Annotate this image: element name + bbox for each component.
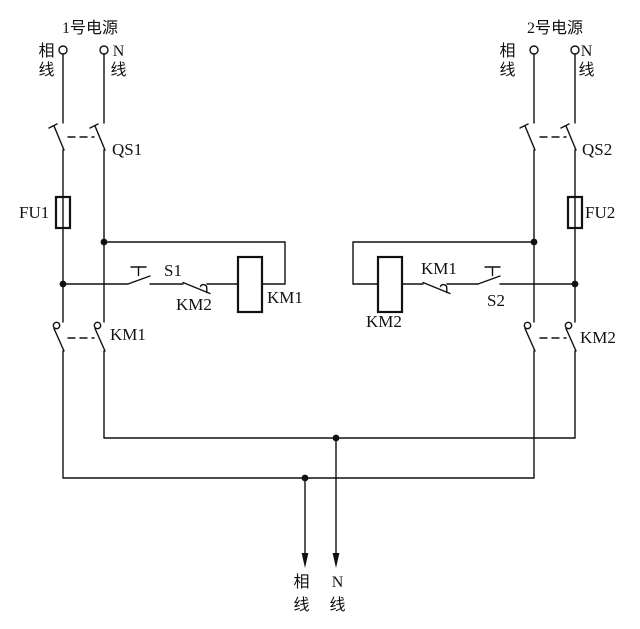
junction-dot [59,280,67,288]
junction-dot [100,238,108,246]
km2-coil-label: KM2 [366,312,402,331]
km2-main-contact-symbol [523,321,577,352]
output-phase-arrow [301,477,309,568]
junction-dot [332,434,340,442]
junction-dot [301,474,309,482]
source1-title-label: 1号电源 [61,20,118,37]
wire-control-1 [62,241,286,285]
source1-phase-label: 相线 [38,43,55,79]
source2-neutral-label: N线 [578,43,595,79]
source2-title-label: 2号电源 [526,20,583,37]
wire-control-2 [352,241,576,285]
km1-coil-symbol [236,255,264,314]
source2-phase-terminal [529,45,539,55]
fu1-label: FU1 [19,203,50,222]
km1-main-contact-symbol [52,321,106,352]
s2-label: S2 [487,291,505,310]
source1-neutral-terminal [99,45,109,55]
s1-label: S1 [164,261,182,280]
km1-interlock-label: KM1 [421,259,457,278]
km1-main-contact-label: KM1 [110,325,146,344]
fu1-fuse-symbol [54,195,72,230]
km2-main-contact-label: KM2 [580,328,616,347]
output-neutral-arrow [332,437,340,568]
fu2-fuse-symbol [566,195,584,230]
qs2-label: QS2 [582,140,613,159]
junction-dot [530,238,538,246]
fu2-label: FU2 [585,203,616,222]
junction-dot [571,280,579,288]
s2-switch-symbol [477,266,501,285]
junction-dots [59,238,579,482]
qs2-switch-symbol [519,123,577,151]
qs1-label: QS1 [112,140,143,159]
km1-interlock-contact-symbol [422,281,451,295]
km2-interlock-label: KM2 [176,295,212,314]
output-phase-label: 相线 [293,574,310,614]
km2-interlock-contact-symbol [182,281,211,295]
source2-phase-label: 相线 [499,43,516,79]
output-neutral-label: N线 [329,574,346,614]
source1-neutral-label: N线 [110,43,127,79]
s1-switch-symbol [127,266,151,285]
source1-phase-terminal [58,45,68,55]
km2-coil-symbol [376,255,404,314]
qs1-switch-symbol [48,123,106,151]
km1-coil-label: KM1 [267,288,303,307]
